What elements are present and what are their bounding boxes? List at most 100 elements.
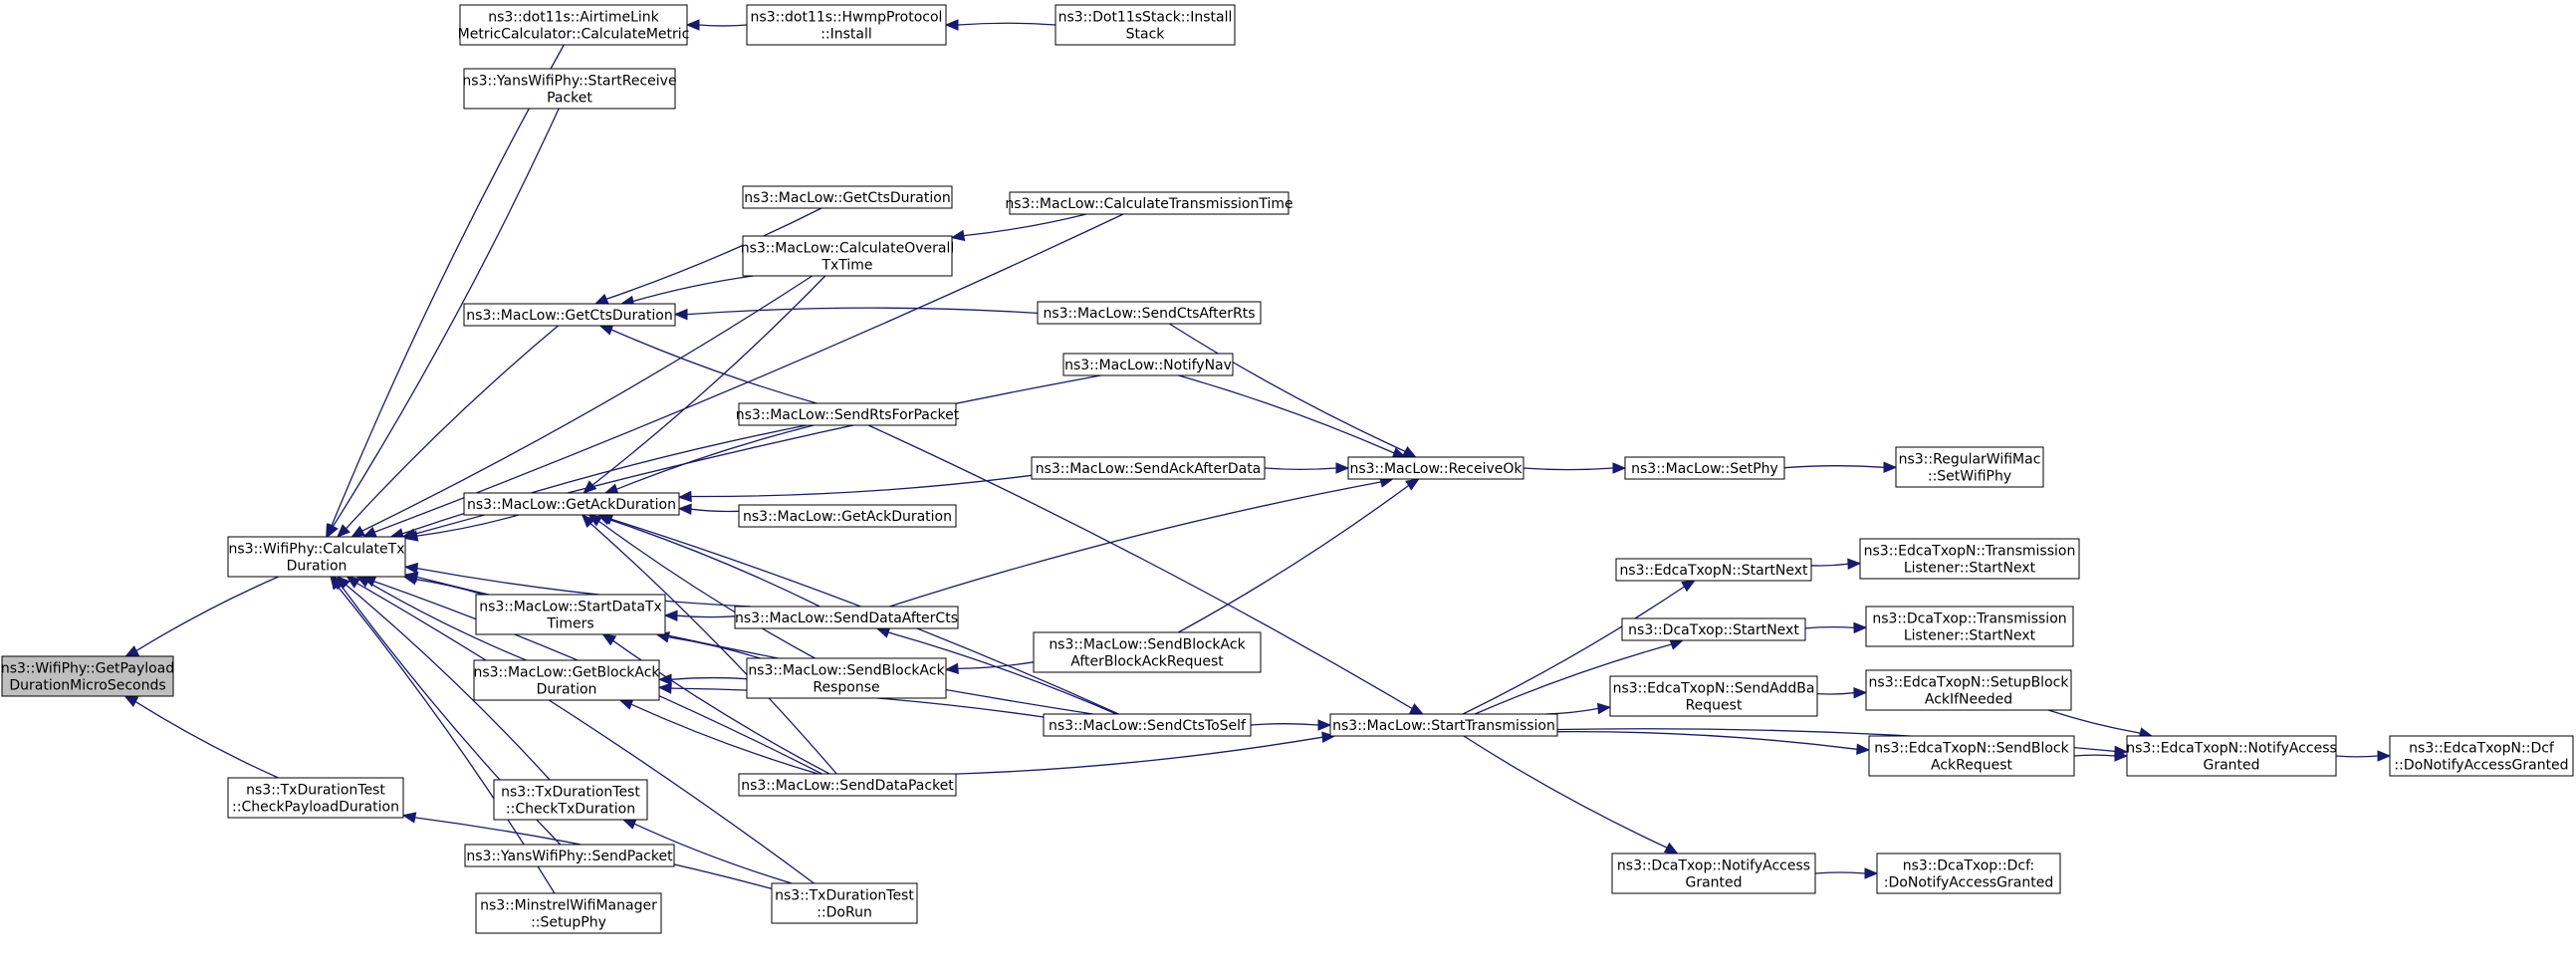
call-edge-n5-to-n1 (346, 325, 559, 530)
call-edge-n17-to-n6 (608, 518, 820, 608)
graph-node-n26[interactable]: ns3::MacLow::SendBlockAckAfterBlockAckRe… (1033, 631, 1262, 673)
node-label-line: :DoNotifyAccessGranted (1884, 875, 2053, 891)
graph-node-n36[interactable]: ns3::DcaTxop::NotifyAccessGranted (1611, 853, 1816, 894)
node-label-line: ns3::MacLow::CalculateTransmissionTime (1005, 196, 1292, 212)
call-edge-n15-to-n29 (867, 424, 1413, 710)
graph-node-n2[interactable]: ns3::TxDurationTest::CheckPayloadDuratio… (227, 777, 404, 819)
node-label-line: ::CheckPayloadDuration (232, 800, 399, 816)
graph-node-n27[interactable]: ns3::MacLow::SendCtsToSelf (1043, 713, 1252, 737)
node-label-line: ns3::MacLow::NotifyNav (1064, 358, 1232, 373)
arrowhead-icon (685, 19, 700, 31)
graph-node-n37[interactable]: ns3::EdcaTxopN::TransmissionListener::St… (1859, 538, 2080, 580)
graph-node-n32[interactable]: ns3::EdcaTxopN::StartNext (1615, 558, 1812, 582)
graph-node-n25[interactable]: ns3::MacLow::SendAckAfterData (1031, 456, 1266, 480)
arrowhead-icon (124, 645, 140, 657)
node-label-line: ns3::MacLow::GetAckDuration (467, 497, 676, 513)
node-label-line: ns3::TxDurationTest (501, 785, 640, 801)
node-label-line: ns3::DcaTxop::Transmission (1872, 611, 2066, 627)
arrowhead-icon (1409, 703, 1425, 715)
call-edge-n26-to-n28 (1178, 484, 1409, 633)
node-box (227, 777, 404, 819)
node-label-line: ns3::DcaTxop::Dcf: (1903, 858, 2034, 874)
node-label-line: ns3::EdcaTxopN::SetupBlock (1869, 675, 2070, 691)
node-box (1895, 446, 2044, 488)
arrowhead-icon (330, 575, 343, 591)
graph-node-n30[interactable]: ns3::MacLow::SetPhy (1624, 456, 1785, 480)
graph-node-n33[interactable]: ns3::DcaTxop::StartNext (1621, 617, 1806, 641)
graph-node-n10[interactable]: ns3::YansWifiPhy::SendPacket (464, 844, 675, 867)
node-box (1054, 4, 1236, 46)
graph-node-n19[interactable]: ns3::MacLow::SendDataPacket (738, 773, 957, 797)
graph-node-n42[interactable]: ns3::EdcaTxopN::Dcf::DoNotifyAccessGrant… (2389, 735, 2574, 777)
graph-node-n9[interactable]: ns3::TxDurationTest::CheckTxDuration (493, 779, 648, 821)
graph-node-n31[interactable]: ns3::RegularWifiMac::SetWifiPhy (1895, 446, 2044, 488)
call-edge-n25-to-n28 (1264, 467, 1337, 470)
call-edge-n18-to-n7 (668, 636, 761, 659)
graph-node-n20[interactable]: ns3::TxDurationTest::DoRun (771, 882, 918, 924)
arrowhead-icon (403, 571, 419, 584)
node-label-line: ::Install (820, 27, 872, 43)
node-label-line: ns3::DcaTxop::NotifyAccess (1617, 858, 1810, 874)
call-edge-n17-to-n1 (416, 567, 752, 608)
node-box (1033, 631, 1262, 673)
call-edge-n22-to-n1 (373, 213, 1124, 533)
graph-node-n17[interactable]: ns3::MacLow::SendDataAfterCts (734, 606, 959, 629)
node-label-line: ns3::WifiPhy::GetPayload (1, 661, 174, 677)
graph-node-n5[interactable]: ns3::MacLow::GetCtsDuration (463, 303, 676, 327)
node-box (1865, 669, 2072, 711)
arrowhead-icon (1405, 478, 1420, 491)
call-edge-n30-to-n31 (1783, 465, 1885, 469)
node-label-line: ns3::RegularWifiMac (1899, 452, 2041, 468)
arrowhead-icon (944, 19, 959, 31)
arrowhead-icon (1864, 867, 1879, 879)
call-edge-n14-to-n5 (632, 275, 754, 303)
call-edge-n19-to-n7 (612, 639, 830, 775)
graph-node-n15[interactable]: ns3::MacLow::SendRtsForPacket (736, 402, 960, 426)
graph-node-n22[interactable]: ns3::MacLow::CalculateTransmissionTime (1005, 191, 1293, 215)
node-box (1876, 853, 2061, 894)
call-edge-n9-to-n1 (346, 584, 551, 781)
graph-node-n24[interactable]: ns3::MacLow::NotifyNav (1062, 353, 1234, 376)
node-label-line: DurationMicroSeconds (9, 678, 165, 694)
graph-node-n29[interactable]: ns3::MacLow::StartTransmission (1329, 713, 1558, 737)
call-edge-n35-to-n40 (2073, 754, 2116, 757)
graph-node-n23[interactable]: ns3::MacLow::SendCtsAfterRts (1037, 301, 1262, 325)
node-label-line: Timers (546, 616, 593, 632)
call-edge-n22-to-n14 (963, 213, 1087, 237)
node-box (1062, 353, 1234, 376)
arrowhead-icon (2114, 750, 2129, 762)
graph-node-n38[interactable]: ns3::DcaTxop::TransmissionListener::Star… (1865, 606, 2074, 647)
node-box (464, 844, 675, 867)
graph-node-n3[interactable]: ns3::dot11s::AirtimeLinkMetricCalculator… (458, 4, 690, 46)
graph-node-n6[interactable]: ns3::MacLow::GetAckDuration (463, 492, 680, 516)
arrowhead-icon (1669, 638, 1685, 650)
node-label-line: ns3::MacLow::SendBlockAck (748, 663, 945, 679)
node-box (1615, 558, 1812, 582)
node-label-line: ns3::MacLow::StartDataTx (479, 600, 662, 615)
node-box (742, 235, 953, 277)
graph-node-n11[interactable]: ns3::MinstrelWifiManager::SetupPhy (475, 892, 662, 934)
graph-node-n16[interactable]: ns3::MacLow::GetAckDuration (738, 504, 957, 528)
node-label-line: ns3::WifiPhy::CalculateTx (229, 542, 405, 558)
node-label-line: ns3::MacLow::SendDataPacket (741, 778, 954, 794)
graph-node-n0[interactable]: ns3::WifiPhy::GetPayloadDurationMicroSec… (1, 655, 174, 697)
node-label-line: ns3::TxDurationTest (775, 888, 914, 904)
graph-node-n28[interactable]: ns3::MacLow::ReceiveOk (1347, 456, 1524, 480)
node-box (2389, 735, 2574, 777)
graph-node-n13[interactable]: ns3::MacLow::GetCtsDuration (742, 185, 953, 209)
graph-node-n40[interactable]: ns3::EdcaTxopN::NotifyAccessGranted (2126, 735, 2337, 777)
graph-node-n41[interactable]: ns3::DcaTxop::Dcf::DoNotifyAccessGranted (1876, 853, 2061, 894)
graph-node-n12[interactable]: ns3::dot11s::HwmpProtocol::Install (746, 4, 947, 46)
graph-arrowheads (123, 19, 2392, 879)
call-edge-n40-to-n42 (2335, 755, 2379, 758)
